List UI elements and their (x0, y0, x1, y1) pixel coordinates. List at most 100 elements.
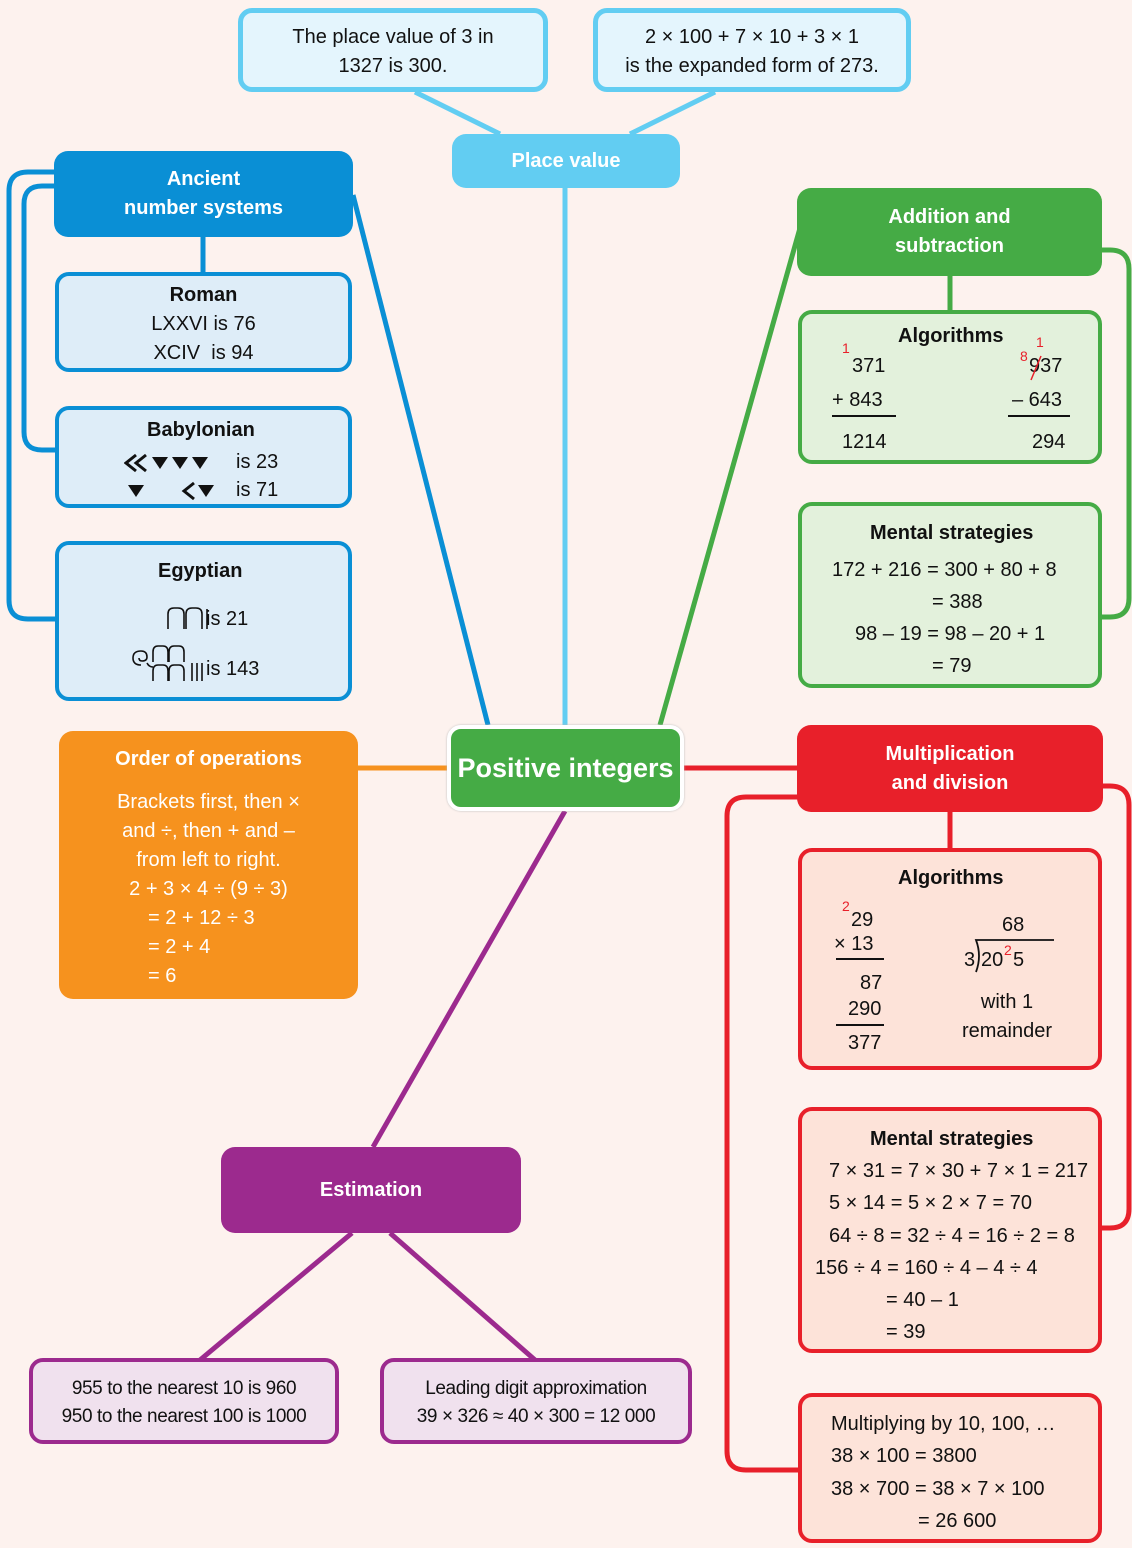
link-addsub-central (657, 227, 803, 726)
babylonian-value-23: is 23 (236, 451, 279, 473)
estimation-title: Estimation (319, 1178, 423, 1201)
order-step: = 6 (148, 965, 177, 987)
link-ancient-central (350, 194, 491, 726)
bracket-muldiv-powers (724, 794, 800, 1473)
division-note-line: remainder (961, 1020, 1053, 1042)
addsub-algorithms-box: Algorithms 1 371 + 843 1214 1 8 937 – 64… (798, 310, 1102, 464)
addsub-mental-line: = 388 (932, 591, 983, 613)
addsub-algorithms-title: Algorithms (898, 325, 1004, 347)
expanded-form-line: 2 × 100 + 7 × 10 + 3 × 1 (644, 26, 860, 48)
addsub-mental-line: 98 – 19 = 98 – 20 + 1 (855, 623, 1046, 645)
leading-digit-line: Leading digit approximation (425, 1378, 647, 1399)
muldiv-mental-line: 5 × 14 = 5 × 2 × 7 = 70 (829, 1192, 1032, 1214)
egyptian-box: Egyptian is 21 is 143 (55, 541, 352, 701)
powers-line: Multiplying by 10, 100, … (831, 1413, 1056, 1435)
addsub-mental-line: = 79 (932, 655, 972, 677)
multiplication-partial-2: 290 (848, 998, 882, 1020)
roman-box: Roman LXXVI is 76 XCIV is 94 (55, 272, 352, 372)
egyptian-title: Egyptian (158, 560, 243, 582)
powers-line: 38 × 100 = 3800 (831, 1445, 977, 1467)
subtraction-borrow-top: 1 (1036, 334, 1044, 350)
muldiv-mental-title: Mental strategies (870, 1128, 1034, 1150)
addition-result: 1214 (842, 431, 887, 453)
link-estimation-box1 (198, 1231, 354, 1362)
division-note-line: with 1 (980, 991, 1034, 1013)
powers-line: 38 × 700 = 38 × 7 × 100 (831, 1478, 1045, 1500)
leading-digit-line: 39 × 326 ≈ 40 × 300 = 12 000 (416, 1406, 656, 1427)
roman-line: LXXVI is 76 (151, 313, 256, 335)
muldiv-algorithms-title: Algorithms (898, 867, 1004, 889)
muldiv-mental-line: = 39 (886, 1321, 926, 1343)
addition-subtraction-node: Addition and subtraction (797, 188, 1102, 276)
addition-second: + 843 (832, 389, 883, 411)
addition-rule (832, 415, 896, 417)
multiplication-second: × 13 (834, 933, 874, 955)
order-of-operations-box: Order of operations Brackets first, then… (59, 731, 358, 999)
order-rule-line: from left to right. (136, 849, 281, 871)
powers-line: = 26 600 (918, 1510, 997, 1532)
link-place-box2 (628, 89, 717, 137)
muldiv-mental-line: 156 ÷ 4 = 160 ÷ 4 – 4 ÷ 4 (815, 1257, 1038, 1279)
central-title: Positive integers (457, 752, 674, 783)
order-rule: Brackets first, then × and ÷, then + and… (59, 788, 358, 904)
order-step: = 2 + 12 ÷ 3 (148, 907, 255, 929)
muldiv-title-line: and division (891, 771, 1009, 794)
multiplying-by-powers-box: Multiplying by 10, 100, … 38 × 100 = 380… (798, 1393, 1102, 1543)
ancient-title-line: Ancient (166, 168, 241, 190)
egyptian-value-21: is 21 (206, 608, 249, 630)
subtraction-rule (1008, 415, 1070, 417)
subtraction-borrow-left: 8 (1020, 348, 1028, 364)
place-value-example-line: 1327 is 300. (338, 55, 448, 77)
estimation-node: Estimation (221, 1147, 521, 1233)
babylonian-box: Babylonian is 23 is 71 (55, 406, 352, 508)
addsub-title-line: Addition and (888, 206, 1011, 228)
multiplication-partial-1: 87 (860, 972, 883, 994)
link-estimation-box2 (388, 1231, 537, 1362)
roman-line: XCIV is 94 (153, 342, 254, 364)
subtraction-result: 294 (1032, 431, 1066, 453)
ancient-number-systems-node: Ancient number systems (54, 151, 353, 237)
addsub-mental-line: 172 + 216 = 300 + 80 + 8 (832, 559, 1057, 581)
order-rule-line: Brackets first, then × (117, 791, 300, 813)
multiplication-rule-2 (836, 1024, 884, 1026)
central-node: Positive integers (447, 725, 684, 811)
muldiv-mental-line: = 40 – 1 (886, 1289, 959, 1311)
link-estimation-central (370, 809, 568, 1149)
rounding-box: 955 to the nearest 10 is 960 950 to the … (29, 1358, 339, 1444)
division-quotient: 68 (1002, 914, 1025, 936)
leading-digit-box: Leading digit approximation 39 × 326 ≈ 4… (380, 1358, 692, 1444)
muldiv-mental-line: 64 ÷ 8 = 32 ÷ 4 = 16 ÷ 2 = 8 (829, 1225, 1075, 1247)
bracket-muldiv-mental (1102, 783, 1132, 1231)
place-value-example-line: The place value of 3 in (292, 26, 494, 48)
order-step: = 2 + 4 (148, 936, 211, 958)
muldiv-title-line: Multiplication (885, 742, 1015, 765)
egyptian-value-143: is 143 (206, 658, 260, 680)
addsub-title-line: subtraction (895, 235, 1004, 257)
addition-top: 371 (852, 355, 886, 377)
link-place-box1 (413, 89, 502, 137)
division-dividend-last: 5 (1013, 949, 1025, 971)
expanded-form-line: is the expanded form of 273. (625, 55, 879, 77)
multiplication-division-node: Multiplication and division (797, 725, 1103, 812)
order-rule-line: and ÷, then + and – (122, 820, 295, 842)
division-carry: 2 (1004, 942, 1012, 958)
egyptian-symbols-21 (167, 607, 208, 629)
addsub-mental-box: Mental strategies 172 + 216 = 300 + 80 +… (798, 502, 1102, 688)
subtraction-strike (1030, 355, 1042, 381)
order-example-line: 2 + 3 × 4 ÷ (9 ÷ 3) (129, 878, 288, 900)
order-title: Order of operations (115, 748, 302, 770)
subtraction-second: – 643 (1012, 389, 1063, 411)
division-note: with 1 remainder (952, 988, 1062, 1046)
multiplication-top: 29 (851, 909, 874, 931)
subtraction-top: 937 (1029, 355, 1063, 377)
babylonian-title: Babylonian (147, 419, 255, 441)
muldiv-mental-box: Mental strategies 7 × 31 = 7 × 30 + 7 × … (798, 1107, 1102, 1353)
babylonian-symbols-71 (128, 481, 214, 501)
place-value-title: Place value (511, 149, 621, 172)
roman-title: Roman (169, 284, 238, 306)
rounding-line: 950 to the nearest 100 is 1000 (61, 1406, 307, 1427)
place-value-node: Place value (452, 134, 680, 188)
multiplication-carry: 2 (842, 898, 850, 914)
rounding-line: 955 to the nearest 10 is 960 (71, 1378, 297, 1399)
